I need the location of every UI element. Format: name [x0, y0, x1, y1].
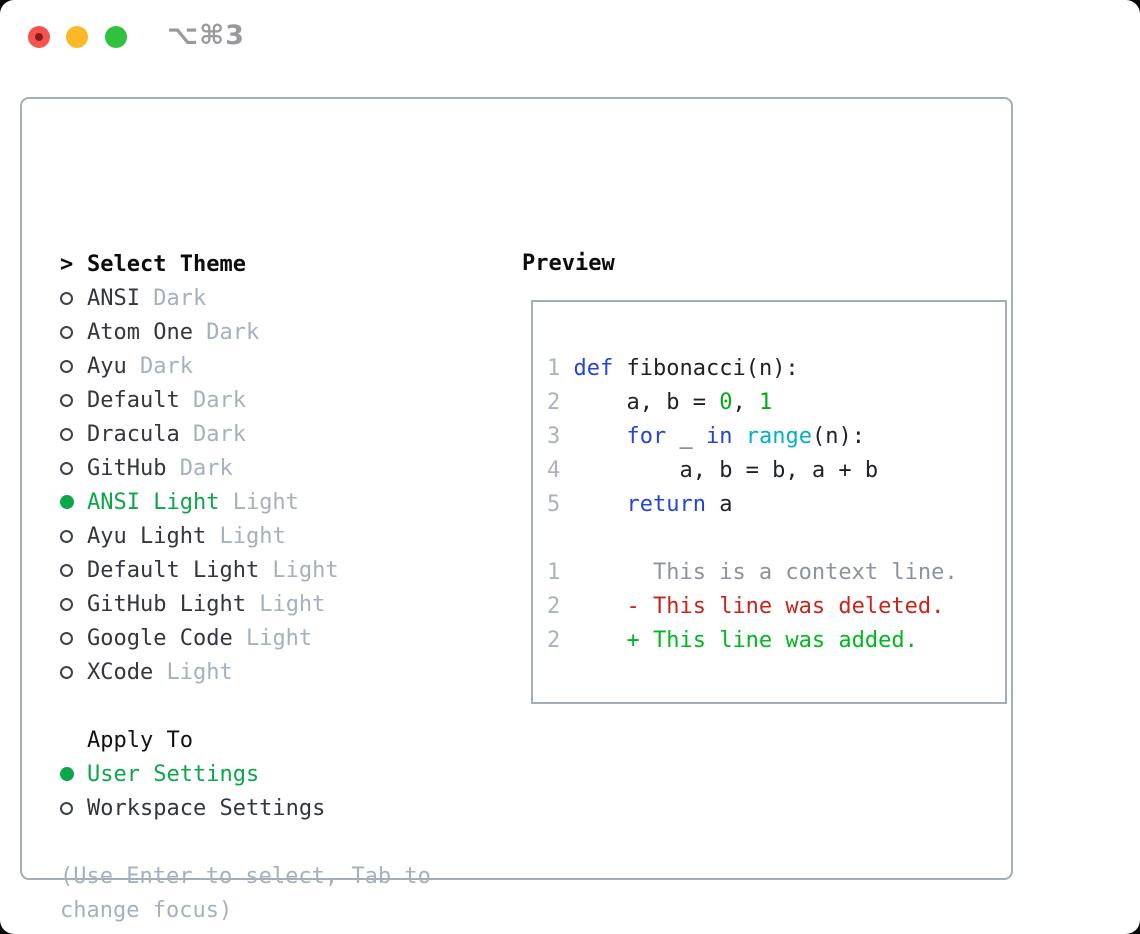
code-preview: 1 def fibonacci(n): 2 a, b = 0, 1 3 for _ …: [547, 318, 958, 658]
radio-unselected-icon: [60, 631, 73, 645]
theme-variant-tag: Light: [232, 625, 313, 651]
theme-variant-tag: Light: [245, 591, 326, 617]
focus-cursor-icon: >: [60, 251, 74, 277]
help-text-line-2: change focus): [60, 897, 233, 923]
theme-option-atom-one[interactable]: Atom One Dark: [60, 315, 431, 349]
theme-variant-tag: Light: [206, 523, 286, 549]
theme-section-header: > Select Theme: [60, 247, 431, 281]
theme-option-label: GitHub Light: [87, 591, 246, 617]
window-zoom-button[interactable]: [105, 26, 127, 48]
theme-option-label: Default Light: [87, 557, 260, 583]
code-line: 1 This is a context line.: [547, 560, 958, 585]
theme-option-xcode[interactable]: XCode Light: [60, 655, 431, 689]
preview-title: Preview: [522, 251, 615, 276]
theme-variant-tag: Dark: [179, 421, 246, 447]
radio-unselected-icon: [60, 325, 73, 339]
close-button-dot-icon: [35, 33, 43, 41]
theme-section-title: Select Theme: [87, 251, 246, 277]
apply-option-workspace-settings[interactable]: Workspace Settings: [60, 791, 431, 825]
radio-unselected-icon: [60, 597, 73, 611]
radio-unselected-icon: [60, 665, 73, 679]
theme-option-ansi-light[interactable]: ANSI Light Light: [60, 485, 431, 519]
radio-unselected-icon: [60, 427, 73, 441]
theme-option-label: XCode: [87, 659, 154, 685]
radio-unselected-icon: [60, 563, 73, 577]
code-line: [547, 318, 958, 352]
radio-unselected-icon: [60, 359, 73, 373]
theme-option-label: ANSI: [87, 285, 140, 311]
theme-variant-tag: Dark: [139, 285, 207, 311]
code-line: 5 return a: [547, 492, 733, 517]
radio-selected-icon: [60, 495, 74, 509]
theme-option-label: Ayu: [87, 353, 127, 379]
theme-variant-tag: Dark: [166, 455, 233, 481]
window-title-shortcut: ⌥⌘3: [167, 20, 245, 51]
theme-option-dracula[interactable]: Dracula Dark: [60, 417, 431, 451]
apply-option-label: User Settings: [87, 761, 260, 787]
window-close-button[interactable]: [28, 26, 50, 48]
theme-option-default[interactable]: Default Dark: [60, 383, 431, 417]
code-line: [547, 522, 958, 556]
radio-unselected-icon: [60, 529, 73, 543]
code-line: 3 for _ in range(n):: [547, 424, 865, 449]
theme-option-label: ANSI Light: [87, 489, 220, 515]
spacer: [60, 825, 431, 859]
radio-selected-icon: [60, 767, 74, 781]
radio-unselected-icon: [60, 461, 73, 475]
theme-variant-tag: Dark: [179, 387, 246, 413]
theme-variant-tag: Light: [219, 489, 299, 515]
theme-variant-tag: Light: [153, 659, 233, 685]
theme-option-label: Ayu Light: [87, 523, 207, 549]
theme-option-label: Dracula: [87, 421, 180, 447]
theme-option-github[interactable]: GitHub Dark: [60, 451, 431, 485]
code-line: 1 def fibonacci(n):: [547, 356, 799, 381]
apply-to-header: Apply To: [60, 723, 431, 757]
apply-option-label: Workspace Settings: [87, 795, 326, 821]
theme-variant-tag: Light: [259, 557, 339, 583]
theme-option-github-light[interactable]: GitHub Light Light: [60, 587, 431, 621]
apply-to-title: Apply To: [87, 727, 193, 753]
theme-option-label: Atom One: [87, 319, 193, 345]
code-line: 2 - This line was deleted.: [547, 594, 945, 619]
help-text-line-1: (Use Enter to select, Tab to: [60, 863, 431, 889]
theme-option-google-code[interactable]: Google Code Light: [60, 621, 431, 655]
theme-option-label: Google Code: [87, 625, 233, 651]
theme-option-ayu-light[interactable]: Ayu Light Light: [60, 519, 431, 553]
radio-unselected-icon: [60, 393, 73, 407]
theme-option-ayu[interactable]: Ayu Dark: [60, 349, 431, 383]
window-minimize-button[interactable]: [66, 26, 88, 48]
code-line: 2 a, b = 0, 1: [547, 390, 773, 415]
theme-variant-tag: Dark: [126, 353, 193, 379]
apply-option-user-settings[interactable]: User Settings: [60, 757, 431, 791]
code-line: 2 + This line was added.: [547, 628, 918, 653]
theme-option-label: Default: [87, 387, 180, 413]
radio-unselected-icon: [60, 291, 73, 305]
code-line: 4 a, b = b, a + b: [547, 458, 879, 483]
preview-panel: 1 def fibonacci(n): 2 a, b = 0, 1 3 for _ …: [531, 300, 1007, 704]
radio-unselected-icon: [60, 801, 73, 815]
theme-option-default-light[interactable]: Default Light Light: [60, 553, 431, 587]
theme-variant-tag: Dark: [192, 319, 260, 345]
spacer: [60, 689, 431, 723]
theme-option-label: GitHub: [87, 455, 167, 481]
theme-option-ansi[interactable]: ANSI Dark: [60, 281, 431, 315]
